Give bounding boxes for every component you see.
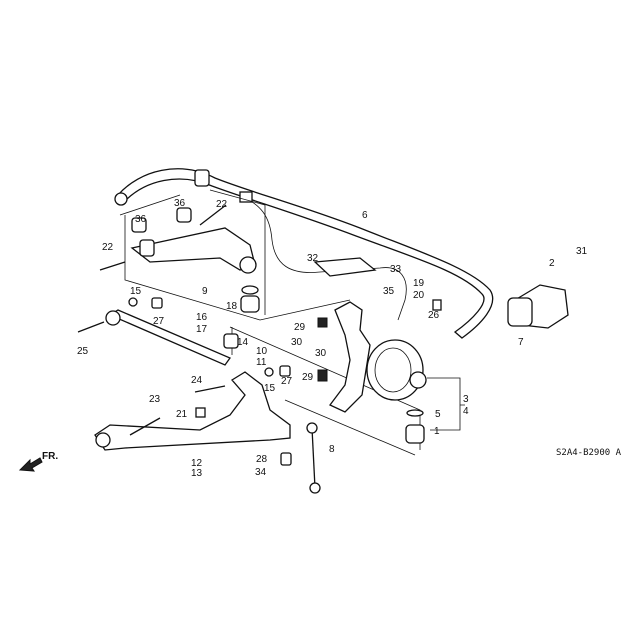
callout: 13 [191,468,203,479]
callout: 30 [315,348,327,359]
washer-15 [128,297,138,307]
diagram-code: S2A4-B2900 A [556,448,622,458]
front-indicator: FR. [42,451,58,462]
link-end-top [306,422,318,434]
bolt-22a [199,204,227,226]
callout: 15 [264,383,276,394]
stabilizer-bushing-7 [507,297,533,327]
bushing-36b [176,207,192,223]
knuckle [328,301,371,413]
bolt-23 [129,417,161,436]
bolt-24 [194,385,226,393]
wire-bracket [313,257,377,277]
callout: 8 [329,444,335,455]
callout: 16 [196,312,208,323]
callout: 18 [226,301,238,312]
washer-15b [264,367,274,377]
callout: 22 [216,199,228,210]
group-outline-upper [119,189,351,321]
group-outline-lower [284,399,416,456]
callout: 4 [463,406,469,417]
callout: 21 [176,409,188,420]
nut-28 [280,452,292,466]
callout: 7 [518,337,524,348]
callout: 26 [428,310,440,321]
callout: 27 [281,376,293,387]
callout: 36 [174,198,186,209]
stabilizer-end [114,192,128,206]
callout: 19 [413,278,425,289]
boot-1 [405,424,425,444]
link-end-bottom [309,482,321,494]
lower-arm-bushing [95,432,111,448]
callout: 29 [294,322,306,333]
nut-29 [317,317,328,328]
callout: 30 [291,337,303,348]
callout: 32 [307,253,319,264]
callout: 14 [237,337,249,348]
callout: 36 [135,214,147,225]
ball-joint [239,256,257,274]
callout: 11 [256,357,267,368]
upper-arm-bushing [139,239,155,257]
connector [239,191,253,203]
callout: 34 [255,467,267,478]
nut-29b [317,369,328,382]
callout: 28 [256,454,268,465]
callout: 9 [202,286,208,297]
callout: 3 [463,394,469,405]
ring-5 [406,409,424,417]
ball-joint-14 [223,333,239,349]
bushing-36a [131,217,147,233]
callout: 6 [362,210,368,221]
nut-21 [195,407,206,418]
callout: 10 [256,346,268,357]
callout: 29 [302,372,314,383]
callout: 20 [413,290,425,301]
callout: 2 [549,258,555,269]
bolt-22b [99,261,126,271]
boot-18 [240,295,260,313]
bolt-25 [77,321,105,333]
bracket-line-3-4 [427,377,465,431]
callout: 24 [191,375,203,386]
callout: 12 [191,458,203,469]
nut-27 [151,297,163,309]
stabilizer-link [311,427,316,489]
callouts: 36 36 22 22 6 31 2 32 33 19 20 35 15 27 … [77,198,588,479]
nut-26 [432,299,442,311]
stabilizer-bushing [194,169,210,187]
nut-27b [279,365,291,377]
toe-link [108,309,231,366]
callout: 15 [130,286,142,297]
callout: 23 [149,394,161,405]
callout: 25 [77,346,89,357]
front-arrow-icon [18,457,43,472]
callout: 31 [576,246,588,257]
callout: 1 [434,426,440,437]
hub [366,339,424,401]
hub-inner [374,347,412,393]
callout: 22 [102,242,114,253]
toe-link-bushing [105,310,121,326]
ball-joint-3 [409,371,427,389]
lower-arm [94,371,291,451]
callout: 33 [390,264,402,275]
callout: 5 [435,409,441,420]
callout: 17 [196,324,208,335]
callout: 27 [153,316,165,327]
callout: 35 [383,286,395,297]
ring-9 [241,285,259,295]
